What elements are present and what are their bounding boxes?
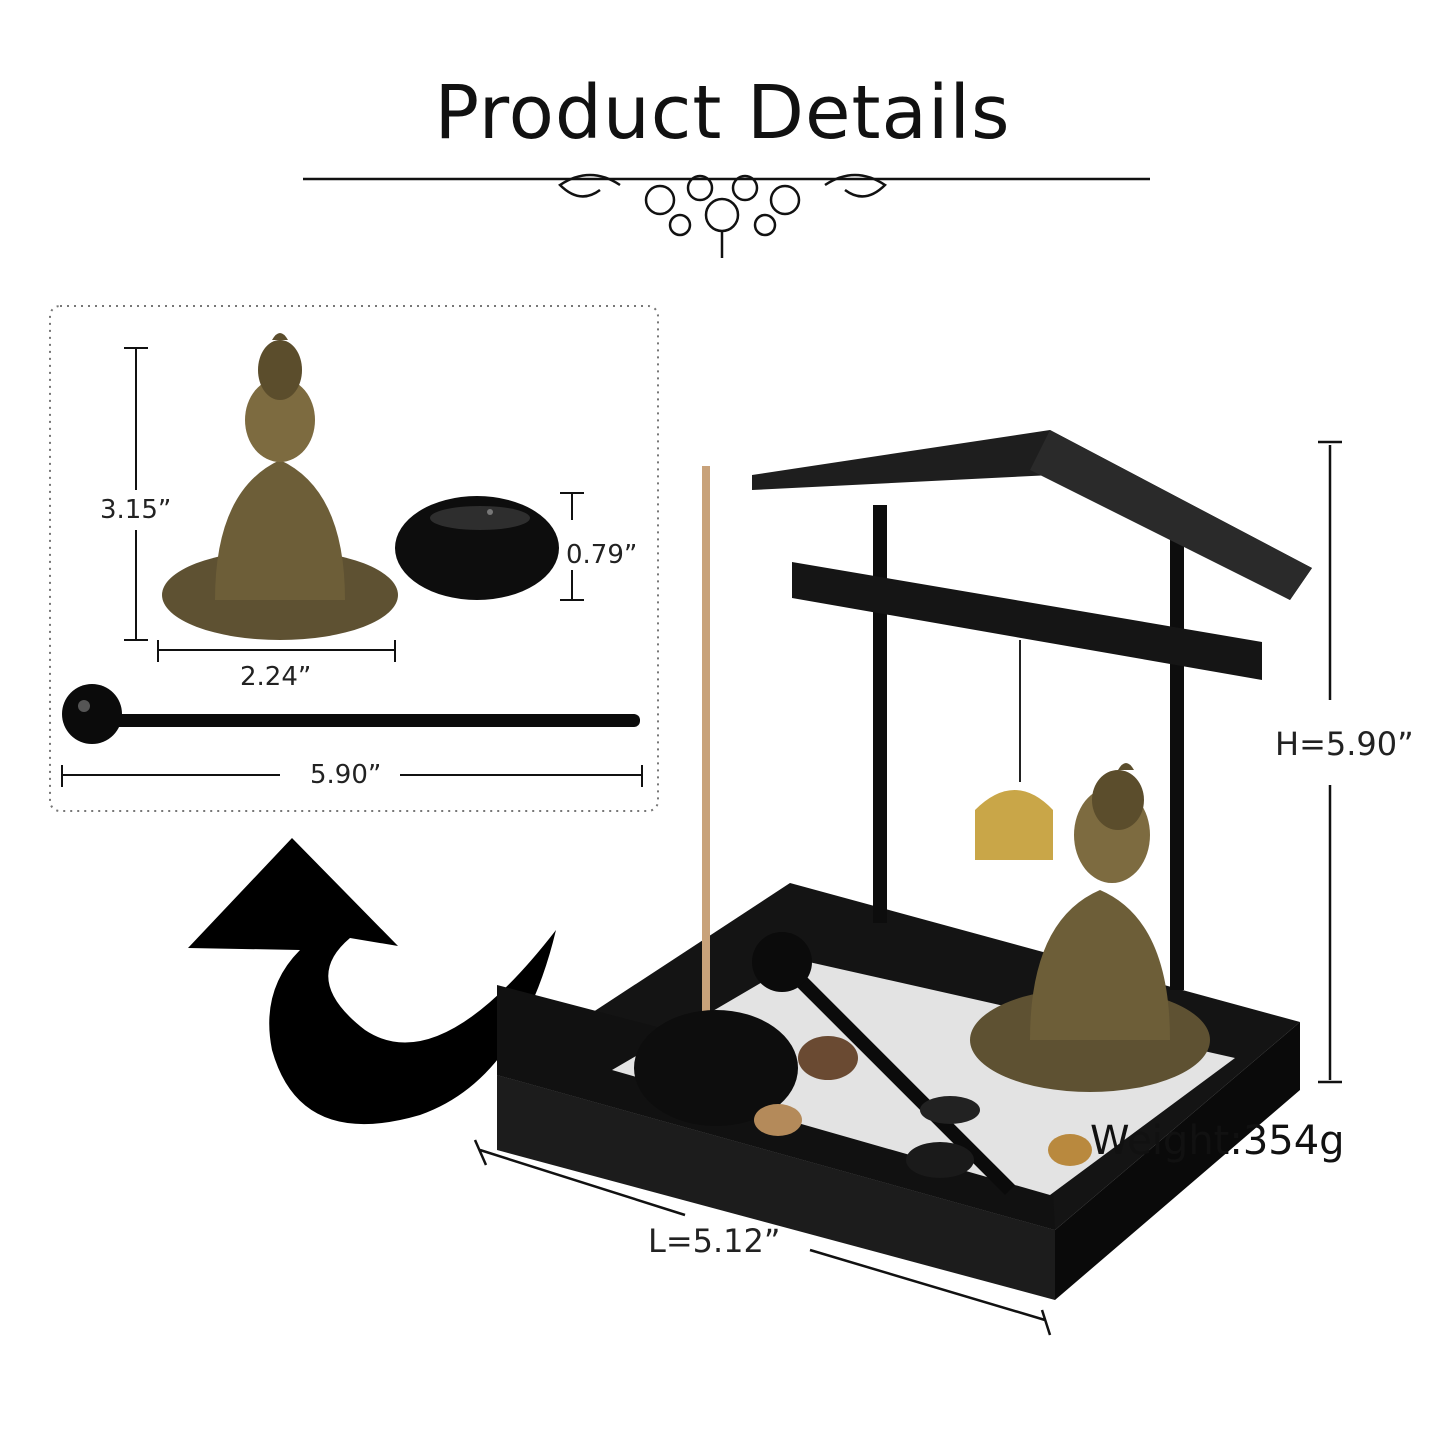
curved-arrow-icon — [188, 838, 556, 1125]
page-title: Product Details — [434, 70, 1011, 156]
inset-panel — [49, 305, 659, 812]
weight-label: Weight:354g — [1090, 1118, 1345, 1164]
buddha-height-label: 3.15” — [100, 495, 172, 525]
holder-height-label: 0.79” — [566, 540, 638, 570]
zen-garden — [497, 430, 1312, 1300]
incense-holder-small — [395, 496, 559, 600]
buddha-width-label: 2.24” — [240, 662, 312, 692]
main-dims — [473, 440, 1342, 1336]
striker-length-label: 5.90” — [310, 760, 382, 790]
striker-small — [62, 684, 640, 744]
height-dim-small — [61, 347, 643, 787]
length-label: L=5.12” — [648, 1222, 781, 1260]
ornament-divider — [303, 173, 1150, 258]
height-label: H=5.90” — [1275, 725, 1414, 763]
buddha-figure-small — [162, 333, 398, 640]
